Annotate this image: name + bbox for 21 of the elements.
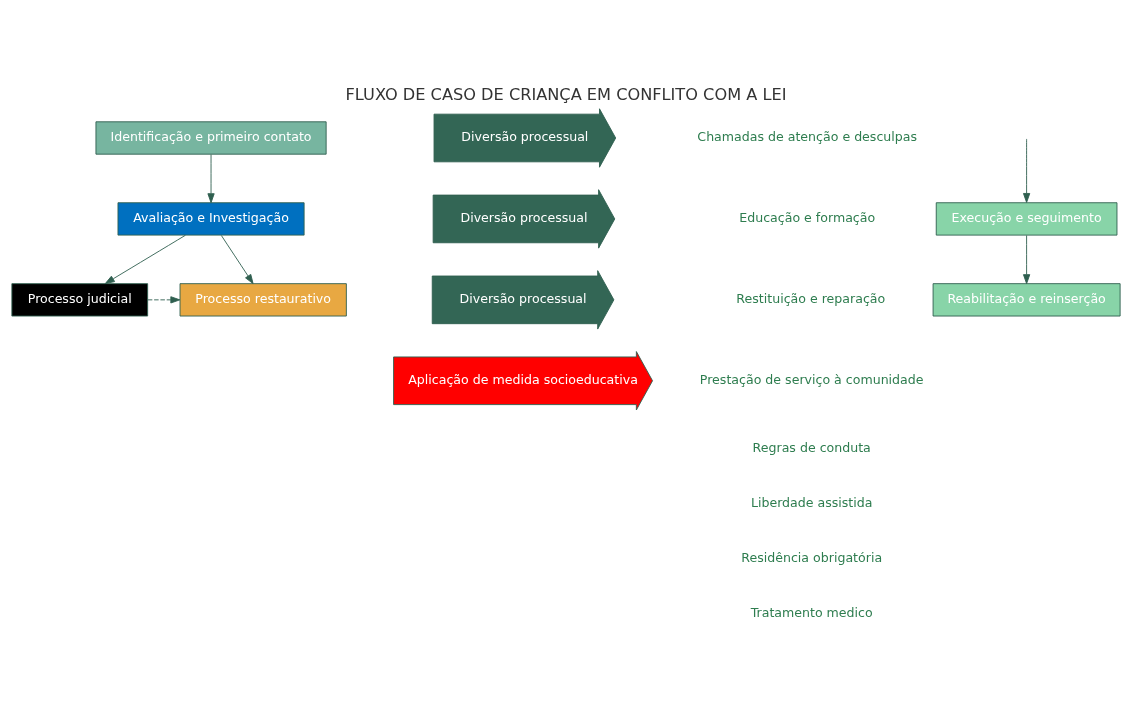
arrow (207, 154, 215, 204)
arrow (1023, 235, 1031, 285)
diagram-title: FLUXO DE CASO DE CRIANÇA EM CONFLITO COM A LEI (345, 85, 787, 105)
label: Residência obrigatória (741, 549, 883, 565)
label: Liberdade assistida (750, 494, 873, 510)
node-box: Avaliação e Investigação (117, 202, 305, 236)
arrow (1023, 138, 1031, 203)
label: Chamadas de atenção e desculpas (697, 129, 918, 145)
node-box: Reabilitação e reinserção (932, 283, 1121, 317)
label: Restituição e reparação (736, 291, 886, 307)
node-box: Execução e seguimento (935, 202, 1118, 236)
arrow (220, 235, 254, 285)
label: Prestação de serviço à comunidade (699, 372, 924, 388)
node-box: Identificação e primeiro contato (95, 121, 327, 155)
node-box: Processo restaurativo (179, 283, 347, 317)
arrow (104, 234, 186, 284)
label: Tratamento medico (750, 604, 873, 620)
node-box: Processo judicial (11, 283, 149, 317)
label: Educação e formação (739, 210, 876, 226)
arrow (147, 296, 181, 304)
label: Regras de conduta (752, 439, 871, 455)
